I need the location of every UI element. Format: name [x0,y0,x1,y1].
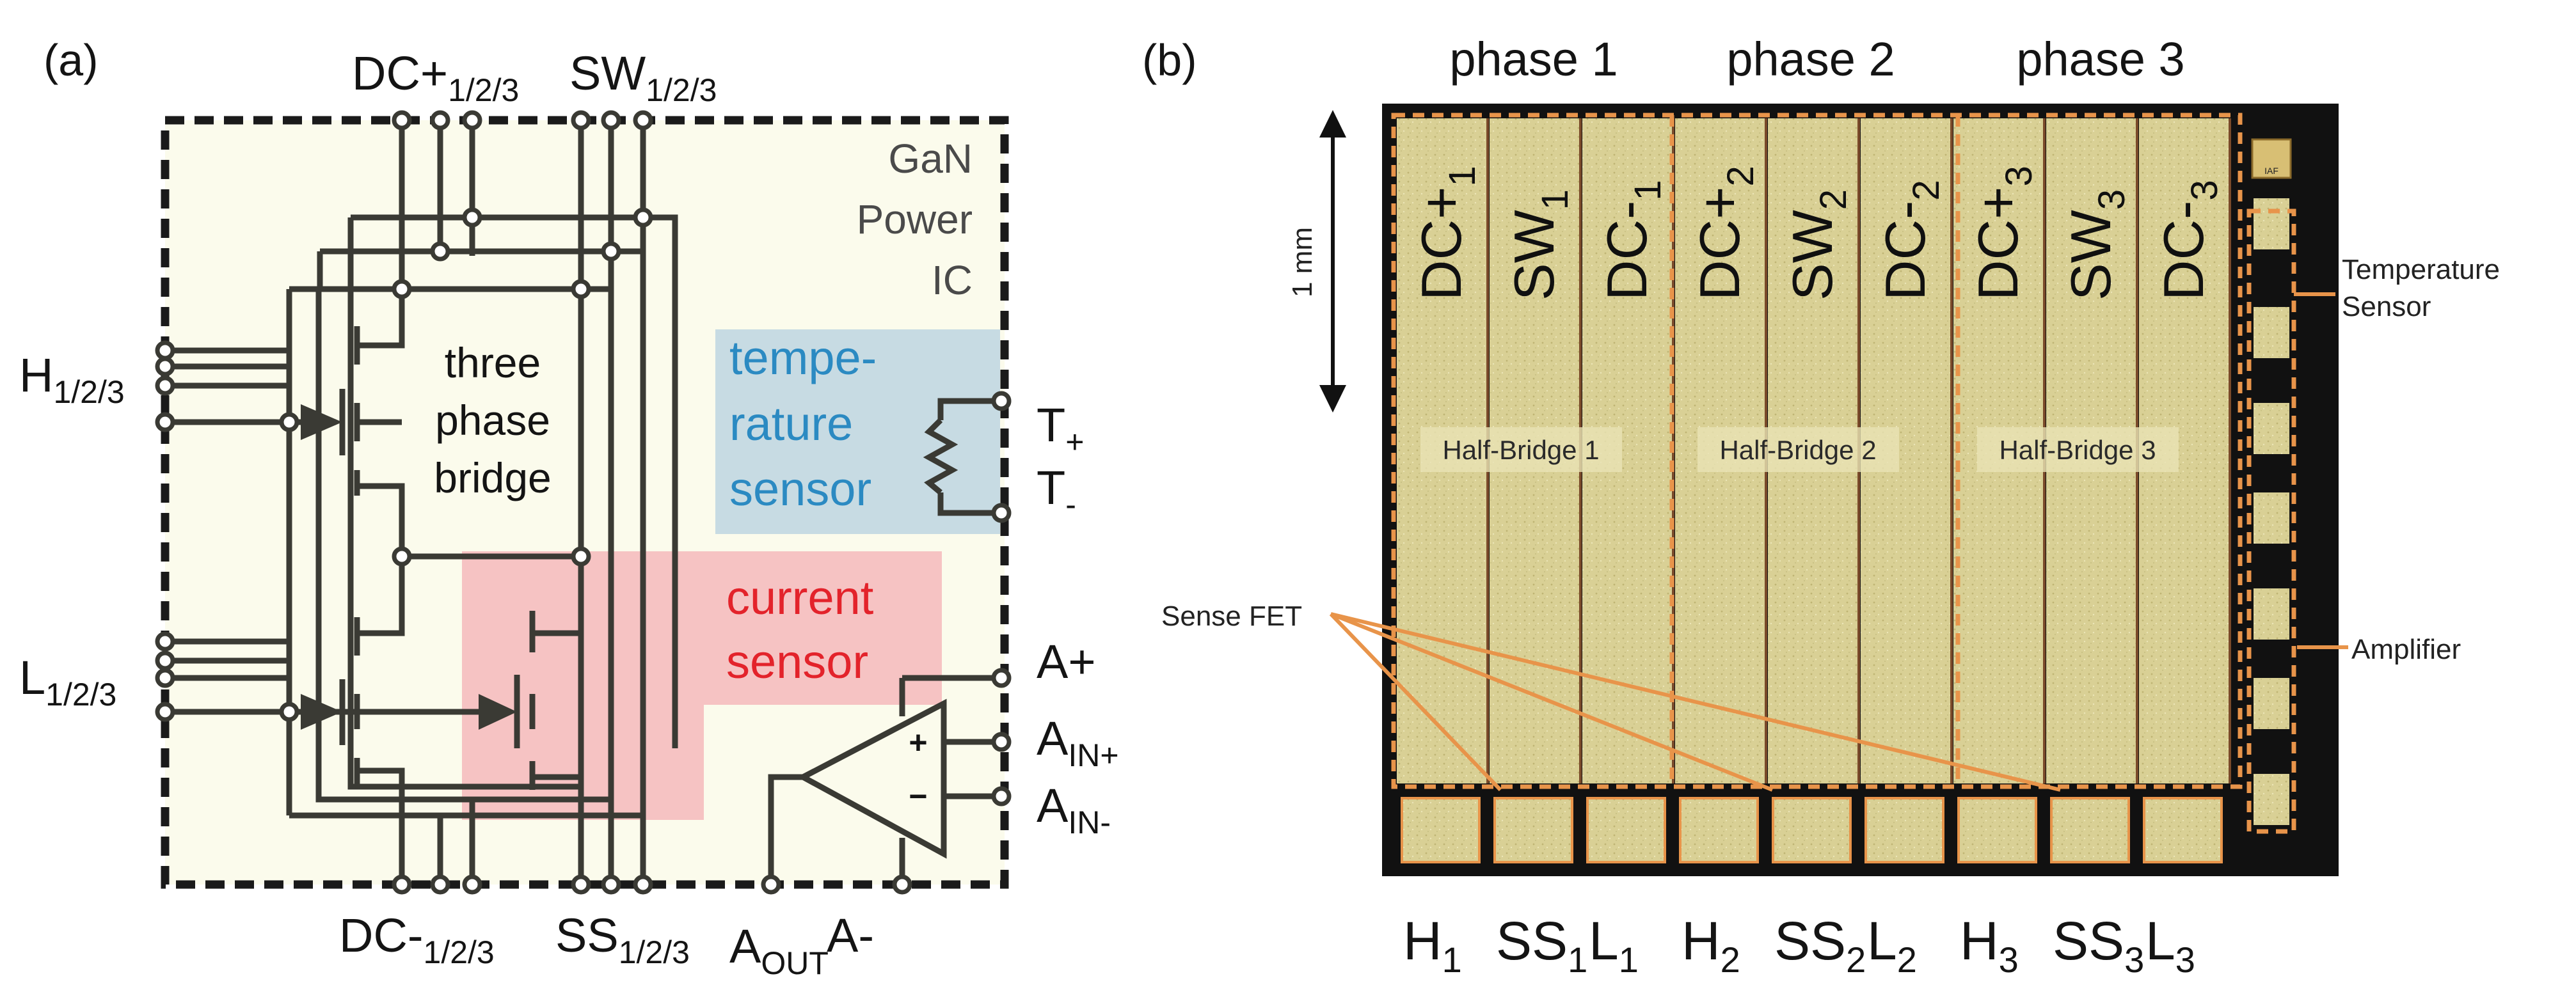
iaf-logo [2251,138,2292,179]
half-bridge-2-box [1697,427,1899,472]
pin-t-plus: T+ [1037,398,1084,460]
ic-label: IC [932,257,973,303]
panel-a-label: (a) [44,35,99,85]
circuit-wiring [165,120,1001,885]
strip-label: DC+2 [1688,166,1761,301]
bridge-label-line-2: phase [435,397,550,444]
die-right-pads [2254,198,2289,825]
bottom-pad-label: L3 [2145,911,2195,980]
right-pad [2254,774,2289,825]
low-side-gate-arrow [301,694,342,730]
half-bridge-1-label: Half-Bridge 1 [1442,435,1599,465]
half-bridge-3-box [1977,427,2179,472]
panel-b-label: (b) [1142,35,1197,85]
bottom-pad-label: SS2 [1774,911,1866,980]
pin-a-in-plus: AIN+ [1037,712,1119,773]
current-sensor-label-line-2: sensor [726,635,868,688]
strip-label: DC-3 [2152,180,2225,301]
right-pad [2254,492,2289,544]
right-pad [2254,588,2289,640]
strip-label: SW2 [1781,189,1854,301]
bottom-pad [1401,797,1481,863]
bottom-pad [1957,797,2037,863]
amp-plus-sign: + [909,725,927,760]
phase-3-label: phase 3 [2016,33,2184,86]
phase-1-label: phase 1 [1449,33,1618,86]
scale-arrow-bottom [1319,385,1346,413]
strip-label: DC+1 [1410,166,1483,301]
connection-nodes [155,110,1012,895]
temperature-sensor-region [715,329,1000,534]
pin-dc-minus: DC-1/2/3 [339,909,495,970]
pin-a-minus: A- [827,909,874,962]
amplifier-label: Amplifier [2351,634,2461,665]
amplifier-outline [2246,208,2296,834]
pin-dc-plus: DC+1/2/3 [352,47,519,108]
bottom-pad [1679,797,1759,863]
amp-minus-sign: − [909,778,927,814]
bottom-pad [2050,797,2130,863]
bridge-label-line-3: bridge [434,454,551,501]
pin-a-plus: A+ [1037,635,1096,688]
sense-fet-label: Sense FET [1161,601,1302,632]
half-bridge-2-label: Half-Bridge 2 [1719,435,1876,465]
pin-l: L1/2/3 [19,651,116,712]
temp-sensor-label-line-2: rature [729,397,853,450]
panel-a: (a) [19,35,1119,981]
current-sensor-label-line-1: current [726,571,874,624]
right-pad [2254,198,2289,249]
pin-h: H1/2/3 [19,349,125,410]
right-pad [2254,678,2289,729]
strip-label: SW3 [2059,189,2133,301]
panel-b: (b) phase 1 phase 2 phase 3 1 mm DC+1 SW1… [1142,33,2500,980]
bottom-pad-label: L2 [1867,911,1917,980]
high-side-gate-arrow [301,404,342,440]
bottom-pad [2143,797,2223,863]
bottom-pad-label: L1 [1589,911,1639,980]
gan-label: GaN [888,136,973,182]
temp-sensor-label-line-1: tempe- [729,331,877,384]
temperature-sensor-label-1: Temperature [2342,254,2500,285]
right-pad [2254,403,2289,454]
pin-ss: SS1/2/3 [555,909,690,970]
half-bridge-3-label: Half-Bridge 3 [1999,435,2156,465]
bottom-pad [1864,797,1944,863]
bottom-pad [1586,797,1666,863]
bridge-outline [1391,113,2243,789]
scale-arrow-top [1319,110,1346,138]
half-bridge-1-box [1420,427,1622,472]
bottom-pad [1772,797,1852,863]
bottom-pad-label: H1 [1403,911,1462,980]
right-pad [2254,307,2289,358]
strip-label: DC+3 [1966,166,2040,301]
die-bottom-pads [1401,797,2223,863]
bottom-pad-label: H3 [1960,911,2019,980]
bottom-pad-label: SS3 [2053,911,2144,980]
iaf-logo-text: IAF [2264,166,2278,176]
pin-a-out: AOUT [729,920,829,981]
strip-label: SW1 [1502,189,1576,301]
bottom-pad-label: H2 [1682,911,1740,980]
sense-fet-gate-arrow [479,694,517,730]
strip-label: DC-1 [1595,180,1669,301]
pin-sw: SW1/2/3 [569,47,717,108]
bridge-label-line-1: three [445,339,541,386]
phase-2-label: phase 2 [1726,33,1895,86]
strip-label: DC-2 [1873,180,1947,301]
power-label: Power [857,196,973,242]
scale-label: 1 mm [1287,227,1318,297]
pin-t-minus: T- [1037,461,1076,523]
pin-a-in-minus: AIN- [1037,779,1111,840]
temperature-sensor-label-2: Sensor [2342,291,2431,322]
bottom-pad [1493,797,1573,863]
bottom-pad-label: SS1 [1496,911,1587,980]
sense-fet-leaders [1329,292,2348,792]
temp-sensor-label-line-3: sensor [729,462,871,515]
